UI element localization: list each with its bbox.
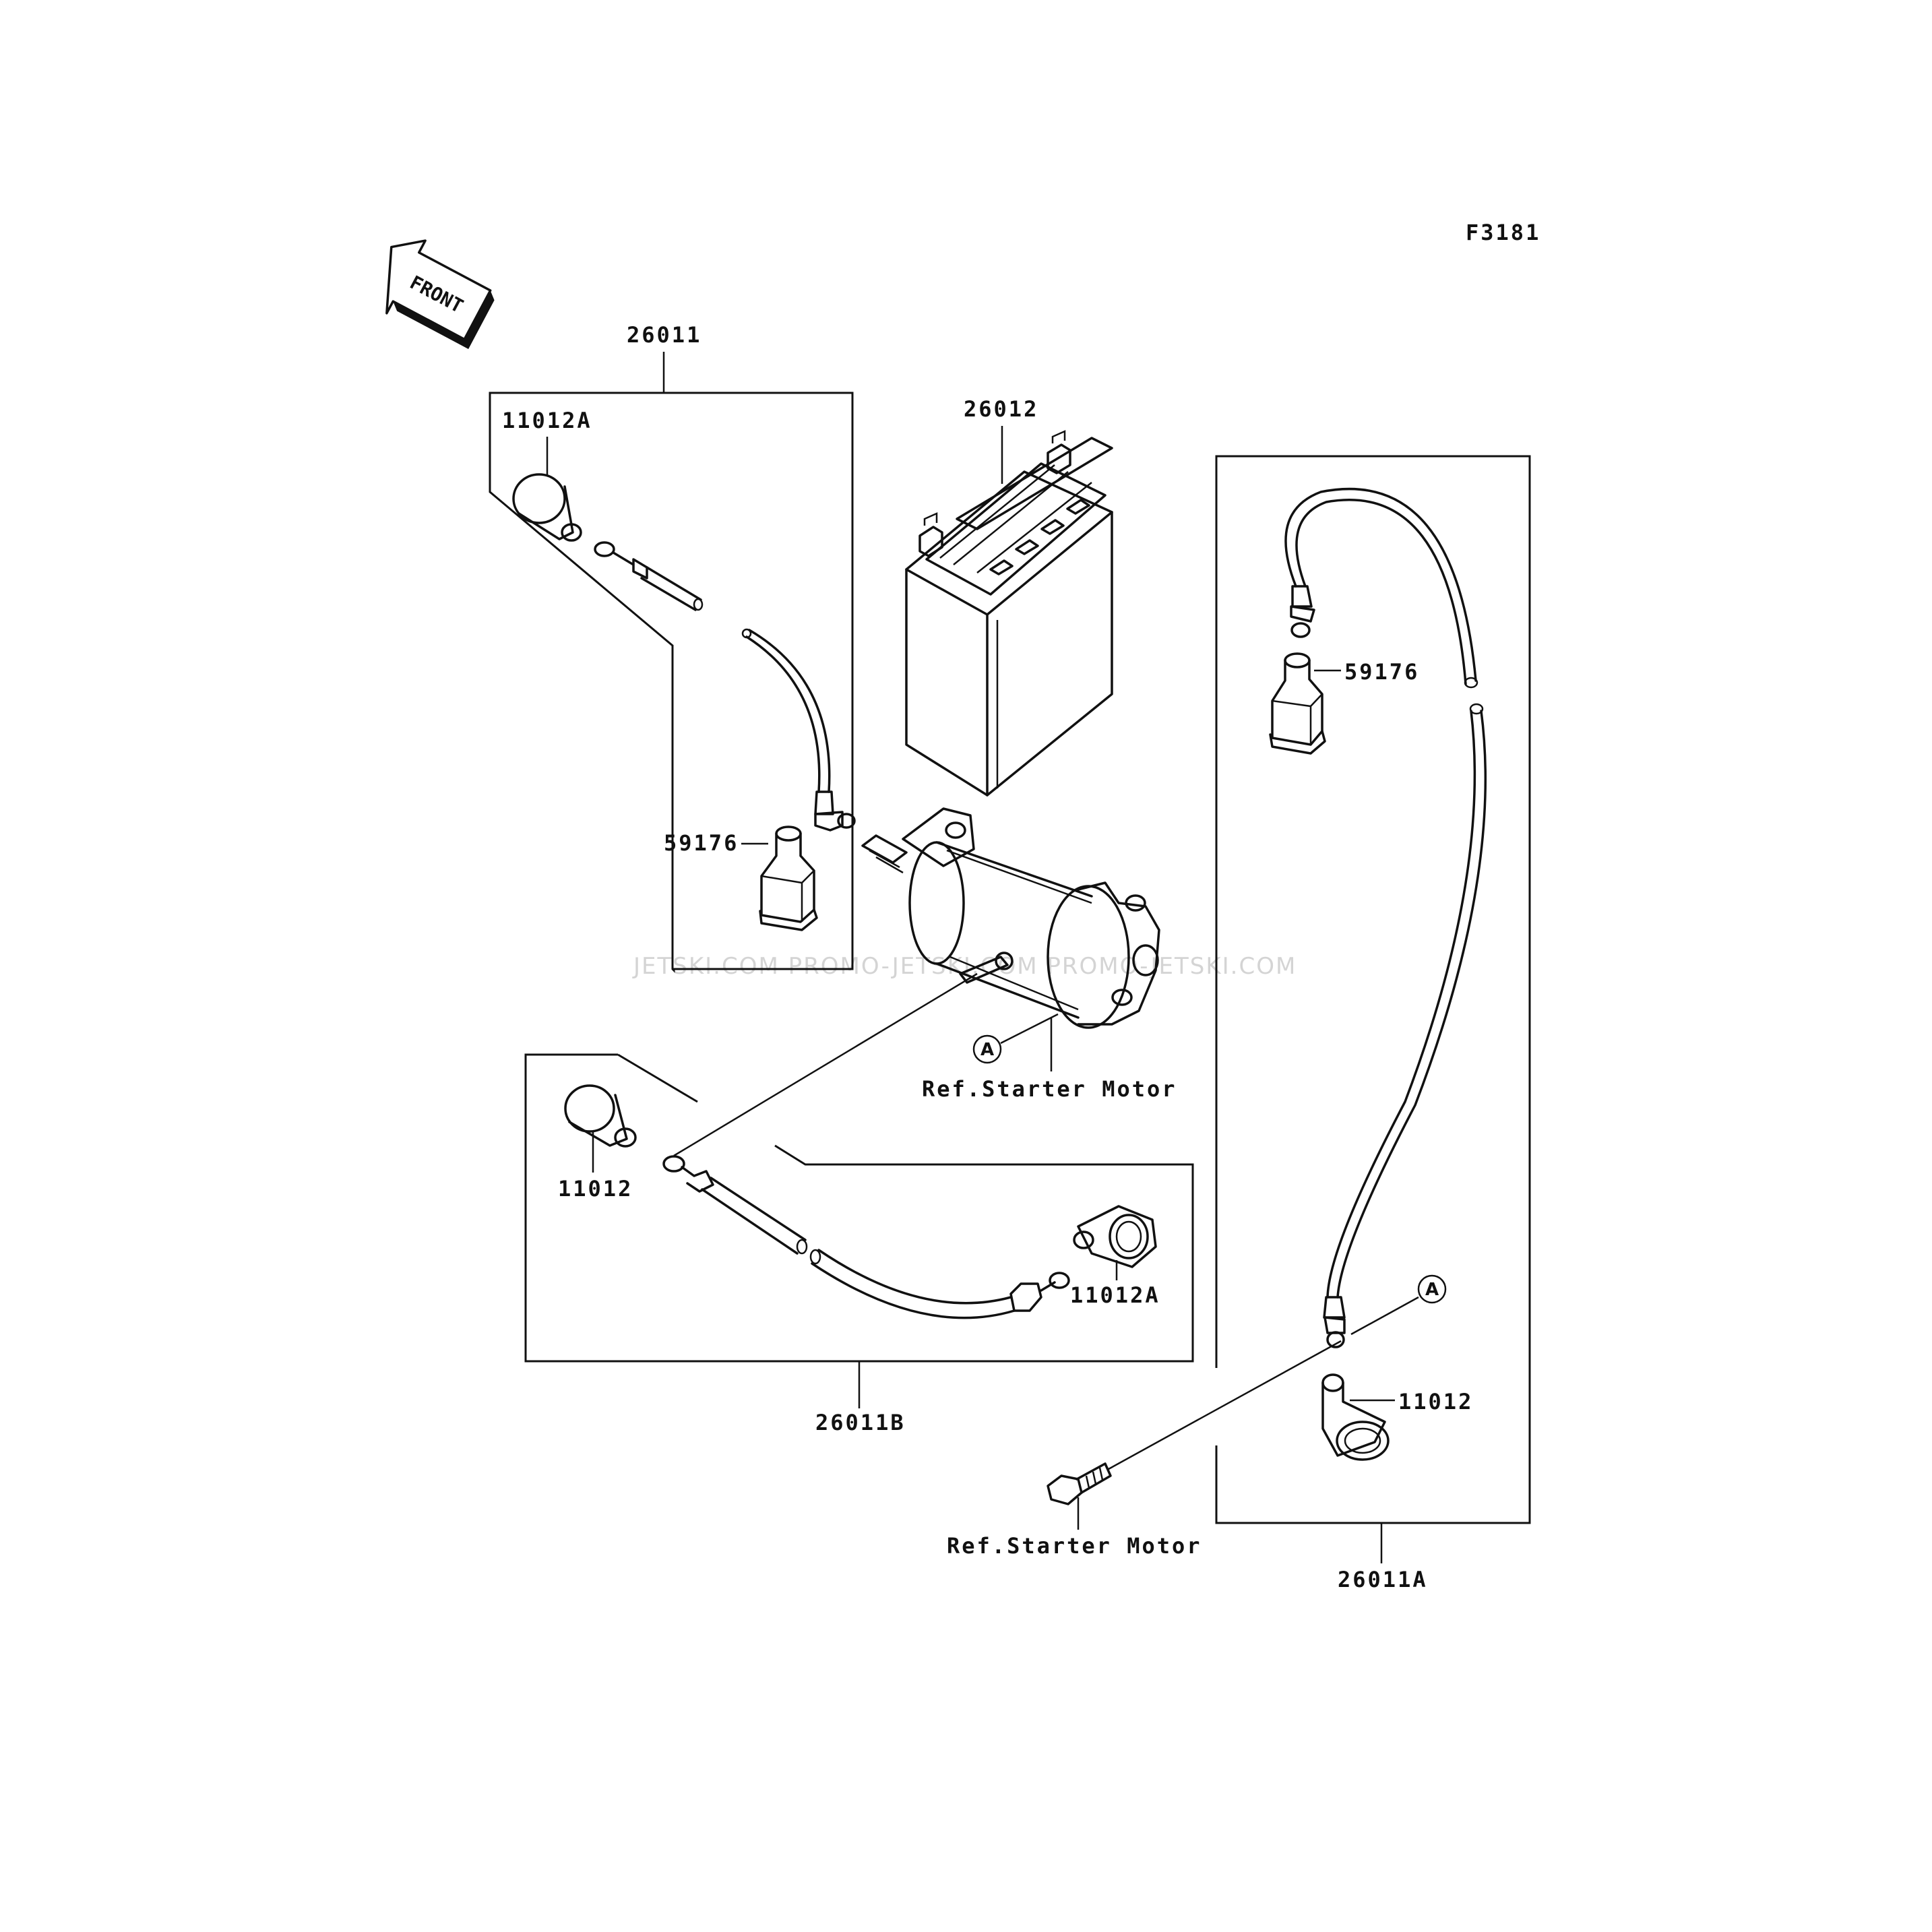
washer [1290, 622, 1311, 638]
rubber-boot-59176 [759, 825, 818, 931]
part-no-11012A-right: 11012A [1070, 1282, 1160, 1308]
boot-cap-11012A-right [1073, 1205, 1157, 1268]
boot-cap-11012-right [1321, 1373, 1390, 1461]
boot-cap-11012-left [564, 1084, 637, 1148]
cable-group-26011: 26011 11012A 59176 [489, 322, 856, 973]
battery-terminal-left [918, 512, 943, 557]
part-no-59176-left: 59176 [664, 830, 739, 856]
part-no-11012-left: 11012 [558, 1176, 633, 1202]
ref-circle-A-lower: A [1425, 1280, 1439, 1300]
part-no-11012A-top: 11012A [502, 408, 592, 433]
boot-cap-11012A [512, 473, 582, 542]
part-no-26012: 26012 [964, 396, 1038, 422]
part-no-11012-right: 11012 [1398, 1389, 1473, 1414]
part-no-26011A: 26011A [1338, 1567, 1428, 1592]
cable-26011A [1284, 487, 1487, 1348]
rubber-boot-59176-right [1269, 652, 1326, 755]
front-arrow-icon: FRONT [385, 239, 495, 349]
cable-group-26011A: 26011A 59176 [1215, 455, 1531, 1592]
cable-group-26011B: 26011B 11012 11012A [524, 972, 1194, 1435]
starter-motor: A Ref.Starter Motor [861, 807, 1177, 1102]
watermark: JETSKI.COM PROMO-JETSKI.COM PROMO-JETSKI… [632, 953, 1297, 980]
ref-starter-motor-lower: Ref.Starter Motor [947, 1533, 1202, 1559]
part-no-26011B: 26011B [815, 1410, 906, 1435]
ref-starter-motor-upper: Ref.Starter Motor [922, 1076, 1177, 1102]
ref-circle-A-upper: A [980, 1040, 994, 1060]
starter-mount-bolt [1047, 1340, 1342, 1530]
cable-26011 [594, 541, 856, 832]
battery-terminal-right [1047, 430, 1071, 474]
part-no-26011: 26011 [627, 322, 702, 348]
cable-26011B [662, 1155, 1070, 1319]
part-no-59176-right: 59176 [1344, 659, 1419, 685]
battery-26012: 26012 [905, 396, 1113, 797]
figure-code: F3181 [1466, 220, 1540, 245]
